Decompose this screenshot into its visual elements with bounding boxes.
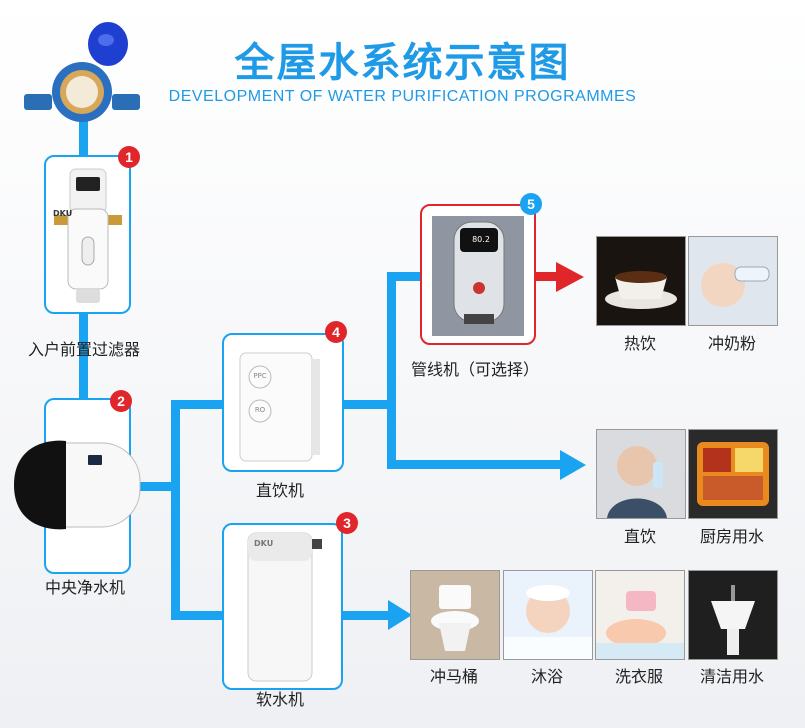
pipe-meter-to-prefilter	[79, 115, 88, 155]
badge-3: 3	[336, 512, 358, 534]
ro-ro-text: RO	[254, 406, 266, 414]
pipe-vertical-right	[387, 272, 396, 469]
label-bath: 沐浴	[530, 667, 563, 686]
page-subtitle: DEVELOPMENT OF WATER PURIFICATION PROGRA…	[168, 88, 637, 105]
softener-device-icon	[247, 532, 322, 682]
photo-kitchen-water	[688, 429, 778, 519]
arrow-to-bath-uses-icon	[388, 600, 412, 630]
photo-toilet	[410, 570, 500, 660]
pipe-to-softener	[171, 611, 226, 620]
pipeline-machine-icon	[432, 216, 524, 336]
pipe-pipeline-out	[532, 272, 562, 281]
pipe-to-direct-drink	[387, 460, 567, 469]
pipe-prefilter-to-central	[79, 310, 88, 405]
page-title: 全屋水系统示意图	[234, 40, 571, 86]
pipeline-box[interactable]: 80.2	[420, 204, 536, 345]
pipeline-display: 80.2	[472, 235, 490, 244]
photo-cleaning	[688, 570, 778, 660]
arrow-to-direct-drink-icon	[560, 450, 586, 480]
prefilter-device-icon	[54, 168, 122, 303]
pipe-vertical-main	[171, 400, 180, 620]
softener-label: 软水机	[255, 690, 304, 709]
label-laundry: 洗衣服	[614, 667, 663, 686]
badge-4: 4	[325, 321, 347, 343]
photo-bath	[503, 570, 593, 660]
label-milk-powder: 冲奶粉	[707, 334, 756, 353]
direct-label: 直饮机	[255, 481, 304, 500]
photo-hot-drink	[596, 236, 686, 326]
central-purifier-icon	[14, 440, 141, 530]
badge-1: 1	[118, 146, 140, 168]
pipe-softener-out	[337, 611, 392, 620]
label-direct-drink: 直饮	[623, 527, 656, 546]
photo-direct-drink	[596, 429, 686, 519]
ro-purifier-icon	[239, 352, 320, 462]
label-cleaning: 清洁用水	[699, 667, 764, 686]
ro-ppc-text: PPC	[253, 372, 267, 380]
pipe-direct-out	[338, 400, 396, 409]
arrow-to-hot-drink-icon	[556, 262, 584, 292]
label-kitchen-water: 厨房用水	[699, 527, 764, 546]
prefilter-label: 入户前置过滤器	[27, 340, 140, 359]
photo-milk-powder	[688, 236, 778, 326]
badge-5: 5	[520, 193, 542, 215]
label-toilet: 冲马桶	[429, 667, 478, 686]
pipe-to-direct	[171, 400, 226, 409]
direct-box[interactable]: PPC RO	[222, 333, 344, 472]
prefilter-brand: DKU	[53, 209, 73, 218]
softener-brand: DKU	[254, 539, 274, 548]
pipe-central-out	[125, 482, 180, 491]
softener-box[interactable]: DKU	[222, 523, 343, 690]
pipeline-label: 管线机（可选择）	[410, 360, 539, 379]
photo-laundry	[595, 570, 685, 660]
central-label: 中央净水机	[44, 578, 125, 597]
pipe-to-pipeline	[387, 272, 422, 281]
prefilter-box[interactable]: DKU	[44, 155, 131, 314]
water-meter-icon	[24, 22, 140, 122]
label-hot-drink: 热饮	[623, 334, 656, 353]
badge-2: 2	[110, 390, 132, 412]
